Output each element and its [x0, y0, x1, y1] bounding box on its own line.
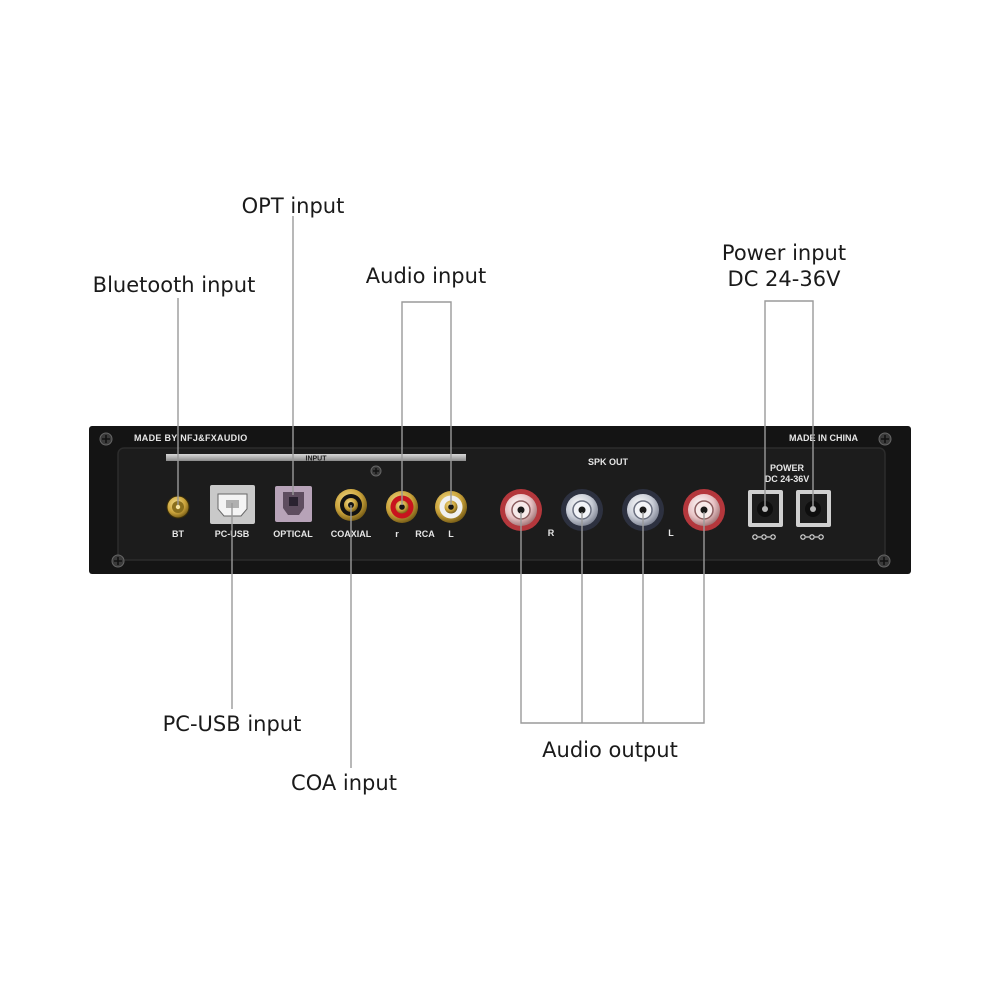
- audio-input-callout: Audio input: [365, 264, 487, 288]
- rca-l-label: L: [448, 529, 454, 539]
- spk-l-label: L: [668, 528, 674, 538]
- power-input-callout: Power input DC 24-36V: [684, 240, 884, 292]
- rca-right-jack: [386, 491, 418, 523]
- speaker-binding-post-red: [500, 489, 542, 531]
- spk-out-header: SPK OUT: [588, 457, 629, 467]
- origin-text: MADE IN CHINA: [789, 433, 858, 443]
- rca-label: RCA: [415, 529, 435, 539]
- optical-label: OPTICAL: [273, 529, 313, 539]
- leader-line-audio-input: [401, 301, 452, 505]
- screw-icon: [370, 465, 382, 477]
- optical-port: [275, 486, 312, 522]
- rca-left-jack: [435, 491, 467, 523]
- dc-power-jack: [748, 490, 783, 527]
- screw-icon: [111, 554, 125, 568]
- power-header: POWER: [770, 463, 805, 473]
- opt-input-callout: OPT input: [241, 194, 345, 218]
- bluetooth-antenna-connector: [166, 495, 190, 519]
- speaker-binding-post-black: [622, 489, 664, 531]
- spk-r-label: R: [548, 528, 555, 538]
- dc-polarity-icon: [752, 534, 776, 540]
- speaker-binding-post-red: [683, 489, 725, 531]
- speaker-binding-post-black: [561, 489, 603, 531]
- pc-usb-input-callout: PC-USB input: [162, 712, 302, 736]
- leader-lines: [177, 216, 814, 768]
- power-rating: DC 24-36V: [765, 474, 810, 484]
- dc-polarity-icon: [800, 534, 824, 540]
- leader-line-power: [764, 300, 814, 506]
- power-input-rating: DC 24-36V: [727, 267, 841, 291]
- coa-input-callout: COA input: [291, 771, 397, 795]
- screw-icon: [99, 432, 113, 446]
- input-header: INPUT: [306, 456, 328, 463]
- bt-label: BT: [172, 529, 184, 539]
- leader-line-audio-output-bracket: [520, 512, 705, 724]
- audio-output-callout: Audio output: [542, 738, 678, 762]
- maker-text: MADE BY NFJ&FXAUDIO: [134, 433, 248, 443]
- input-header-strip: [166, 454, 466, 461]
- rca-r-label: r: [395, 529, 399, 539]
- power-input-title: Power input: [721, 241, 847, 265]
- screw-icon: [877, 554, 891, 568]
- bluetooth-input-callout: Bluetooth input: [92, 273, 256, 297]
- screw-icon: [878, 432, 892, 446]
